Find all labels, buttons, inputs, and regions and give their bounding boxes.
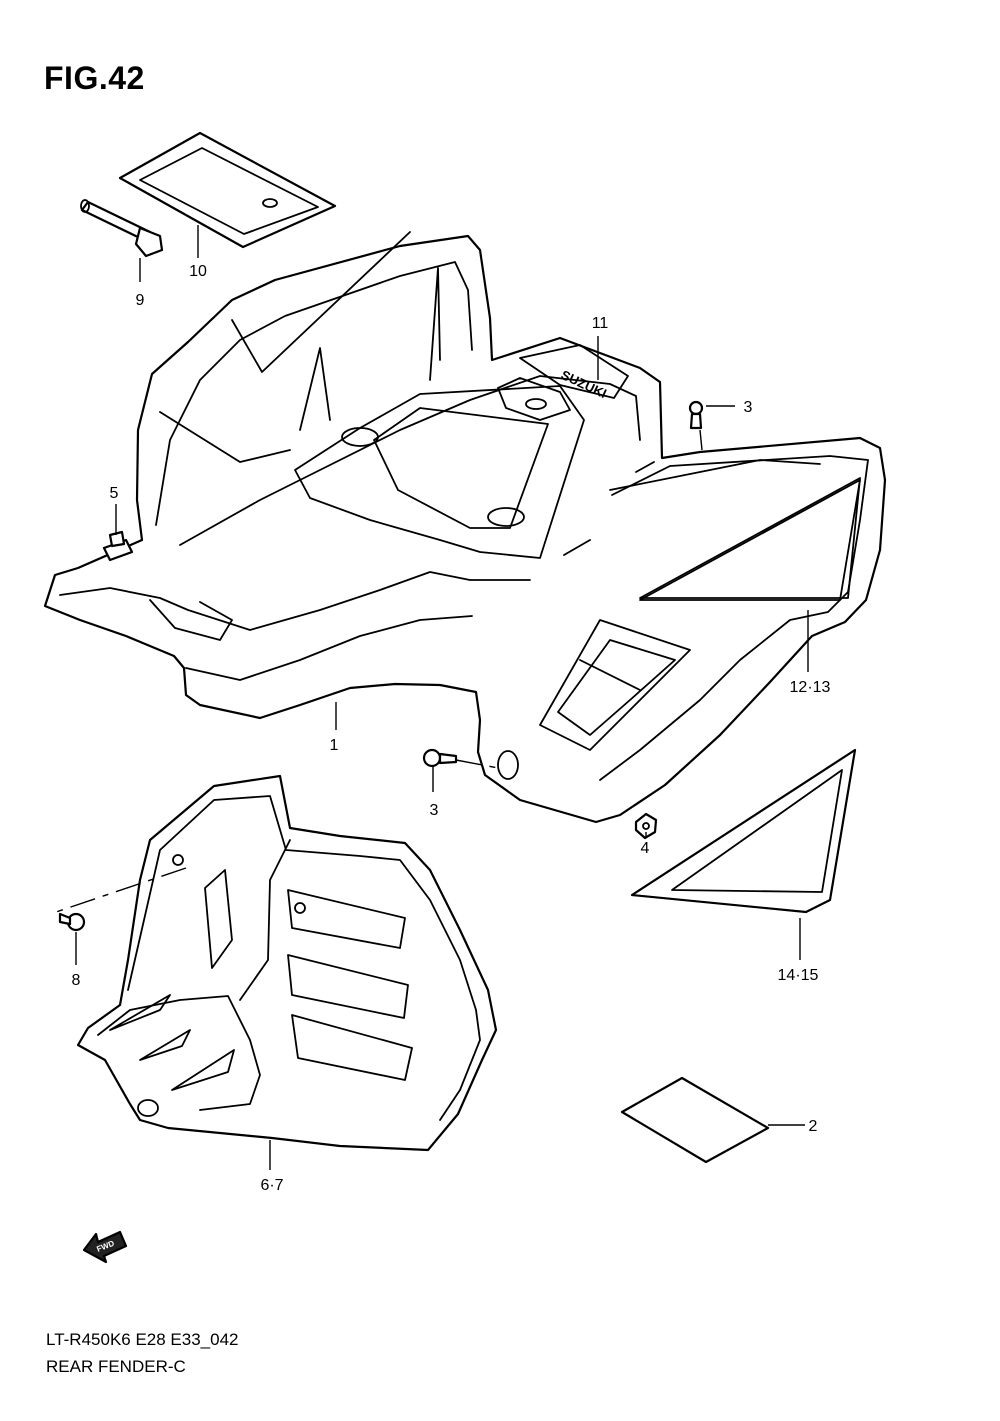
callouts: 11 10 9 3 5 12·13 1 3 4 8 14·15 2 6·7 <box>72 263 831 1194</box>
part-1-rear-fender: SUZUKI <box>43 231 887 824</box>
callout-14-15: 14·15 <box>778 967 819 984</box>
callout-2: 2 <box>809 1118 818 1135</box>
part-9-pin <box>80 199 164 258</box>
part-3-screw-top <box>688 400 704 430</box>
part-2-label <box>620 1076 770 1164</box>
part-10-seat-pad <box>118 131 337 249</box>
part-5-clip <box>102 530 134 562</box>
callout-6-7: 6·7 <box>260 1177 283 1194</box>
callout-9: 9 <box>136 292 145 309</box>
part-4-nut <box>634 812 658 840</box>
figure-code: LT-R450K6 E28 E33_042 <box>46 1330 239 1349</box>
part-8-screw <box>58 912 86 932</box>
figure-name: REAR FENDER-C <box>46 1357 186 1376</box>
callout-10: 10 <box>189 263 207 280</box>
part-12-13-decal <box>639 477 861 599</box>
callout-5: 5 <box>110 485 119 502</box>
callout-8: 8 <box>72 972 81 989</box>
part-6-7-mud-guard <box>76 774 498 1152</box>
callout-1: 1 <box>330 737 339 754</box>
figure-title: FIG.42 <box>44 60 145 96</box>
part-3-screw-bottom <box>422 748 458 768</box>
part-14-15-side-decal <box>630 748 857 914</box>
leader-lines <box>55 225 809 1170</box>
callout-11: 11 <box>592 315 609 332</box>
callout-12-13: 12·13 <box>790 679 831 696</box>
fwd-arrow-icon: FWD <box>82 1230 128 1264</box>
callout-3-bottom: 3 <box>430 802 439 819</box>
callout-3-top: 3 <box>744 399 753 416</box>
callout-4: 4 <box>641 840 650 857</box>
